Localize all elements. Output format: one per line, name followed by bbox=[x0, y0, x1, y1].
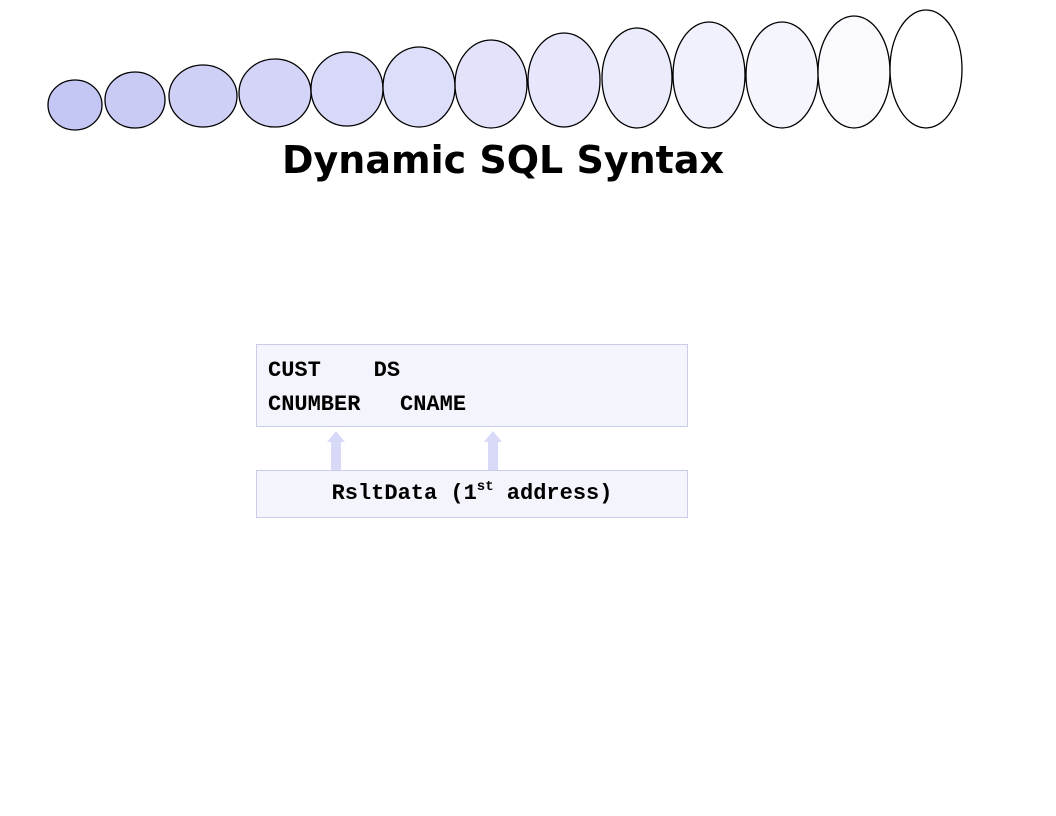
ds-name: CUST bbox=[268, 358, 321, 383]
data-structure-box: CUST DS CNUMBER CNAME bbox=[256, 344, 688, 427]
pointer-note: (1st address) bbox=[450, 479, 613, 506]
decorative-oval bbox=[47, 79, 103, 131]
decorative-oval bbox=[889, 9, 963, 129]
pointer-box: RsltData (1st address) bbox=[256, 470, 688, 518]
ds-declaration-line: CUST DS bbox=[268, 354, 687, 388]
ds-type: DS bbox=[373, 358, 401, 383]
ordinal-superscript: st bbox=[476, 479, 494, 495]
arrow-to-cnumber bbox=[327, 431, 345, 470]
ds-fields-line: CNUMBER CNAME bbox=[268, 388, 687, 422]
pointer-name: RsltData bbox=[331, 481, 438, 506]
decorative-oval bbox=[672, 21, 746, 129]
decorative-oval bbox=[601, 27, 673, 129]
decorative-oval bbox=[168, 64, 238, 128]
field-cname: CNAME bbox=[400, 392, 467, 417]
decorative-oval bbox=[104, 71, 166, 129]
field-cnumber: CNUMBER bbox=[268, 392, 361, 417]
decorative-oval bbox=[527, 32, 601, 128]
decorative-ovals bbox=[47, 9, 963, 131]
arrow-to-cname bbox=[484, 431, 502, 470]
page-title: Dynamic SQL Syntax bbox=[281, 138, 724, 182]
decorative-oval bbox=[454, 39, 528, 129]
